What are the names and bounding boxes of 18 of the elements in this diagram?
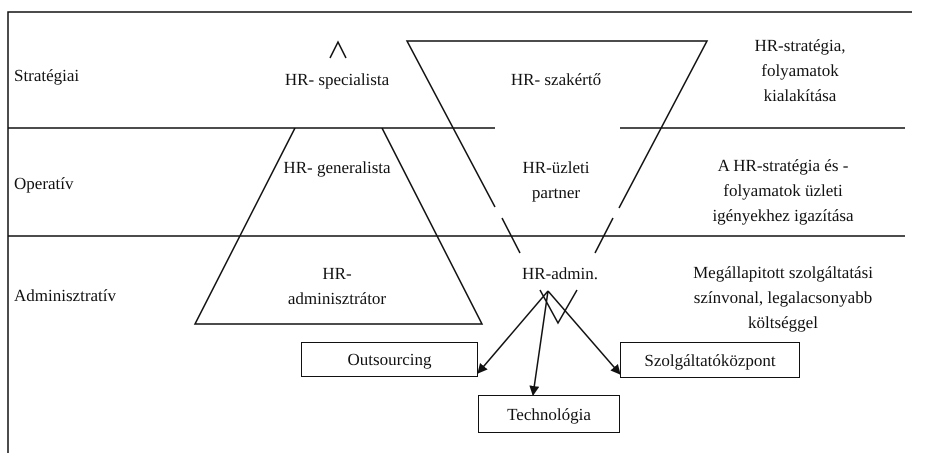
- role-text: HR-admin.: [513, 261, 607, 291]
- process-box: Outsourcing: [301, 342, 478, 377]
- role-label: HR-üzleti partner: [521, 157, 591, 204]
- description-text: A HR-stratégia és -folyamatok üzleti igényekhez igazítása: [711, 155, 855, 227]
- level-label: Adminisztratív: [14, 285, 117, 307]
- role-label: HR- szakértő: [510, 69, 602, 91]
- level-label: Operatív: [14, 173, 74, 195]
- arrow: [547, 290, 621, 375]
- role-label: HR- adminisztrátor: [286, 263, 388, 310]
- arrow: [529, 290, 549, 396]
- description-text: HR-stratégia, folyamatok kialakítása: [753, 35, 847, 107]
- role-label: HR- specialista: [284, 69, 390, 91]
- level-label: Stratégiai: [14, 65, 80, 87]
- role-label: HR- generalista: [282, 157, 392, 179]
- arrow: [477, 290, 549, 374]
- process-box: Szolgáltatóközpont: [620, 342, 800, 378]
- process-box: Technológia: [478, 395, 620, 433]
- description-text: Megállapitott szolgáltatási színvonal, legalacsonyabb költséggel: [692, 262, 874, 334]
